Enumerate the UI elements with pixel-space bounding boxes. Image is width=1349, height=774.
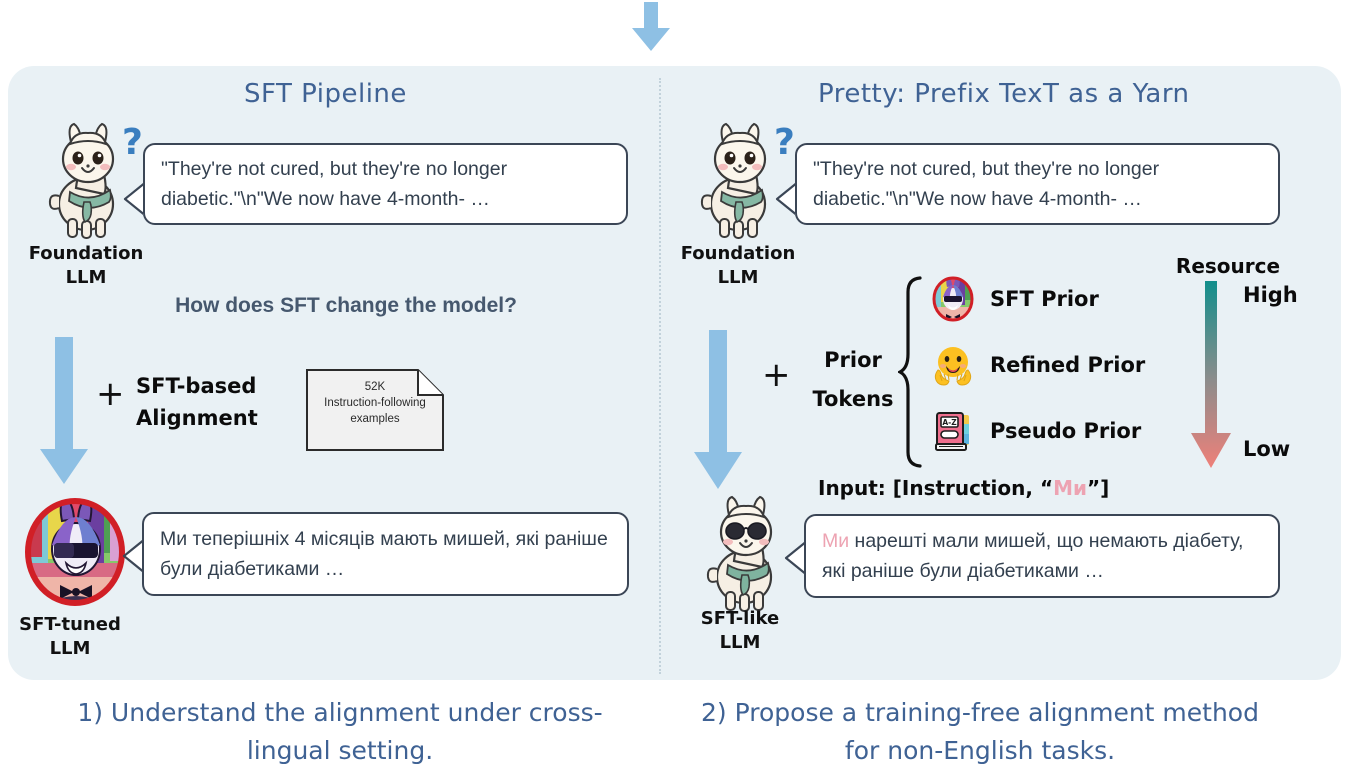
sft-based-alignment-label: SFT-based Alignment	[136, 370, 258, 434]
input-token: Ми	[1053, 476, 1088, 500]
caption-right: 2) Propose a training-free alignment met…	[701, 698, 1259, 765]
document-page-icon	[306, 369, 444, 451]
prior-row-refined: Refined Prior	[930, 342, 1145, 388]
prior-tokens-l1: Prior	[824, 348, 882, 372]
sft-like-bubble-rest: нарешті мали мишей, що немають діабету, …	[822, 530, 1244, 582]
sft-tuned-speech-bubble: Ми теперішніх 4 місяців мають мишей, які…	[142, 512, 629, 596]
input-line: Input: [Instruction, “Ми”]	[818, 476, 1109, 500]
resource-high-label: High	[1243, 283, 1298, 307]
input-prefix: Input: [Instruction, “	[818, 476, 1054, 500]
sft-like-bubble-prefix: Ми	[822, 530, 850, 552]
left-foundation-llama-icon: ?	[30, 118, 148, 249]
prior-tokens-label: Prior Tokens	[812, 341, 894, 419]
llama-colorful-sunglasses-red-circle-icon	[930, 276, 976, 322]
alignment-label-l2: Alignment	[136, 406, 258, 430]
prior-row-pseudo: A-Z Pseudo Prior	[930, 408, 1141, 454]
sft-tuned-bubble-text: Ми теперішніх 4 місяців мають мишей, які…	[160, 528, 608, 580]
left-foundation-bubble-tail	[123, 181, 148, 217]
sft-like-label-l2: LLM	[719, 632, 761, 653]
right-plus-sign: +	[762, 355, 791, 395]
svg-text:?: ?	[774, 122, 795, 163]
sft-like-llama-icon	[690, 495, 802, 618]
right-foundation-llama-icon: ?	[682, 118, 800, 249]
left-foundation-label: Foundation LLM	[1, 242, 171, 290]
sft-tuned-llama-avatar-icon	[18, 493, 132, 616]
prior-label-pseudo: Pseudo Prior	[990, 419, 1142, 443]
right-column-title: Pretty: Prefix TexT as a Yarn	[818, 79, 1190, 109]
document-text: 52K Instruction-following examples	[306, 379, 444, 427]
dictionary-book-az-icon: A-Z	[930, 408, 976, 454]
right-foundation-label: Foundation LLM	[653, 242, 823, 290]
svg-text:A-Z: A-Z	[942, 418, 957, 427]
sft-tuned-label-l2: LLM	[49, 638, 91, 659]
sft-like-speech-bubble: Ми нарешті мали мишей, що немають діабет…	[804, 514, 1280, 598]
sft-like-label: SFT-like LLM	[655, 607, 825, 655]
prior-label-refined: Refined Prior	[990, 353, 1146, 377]
sft-tuned-bubble-tail	[122, 538, 147, 574]
resource-title: Resource	[1175, 254, 1281, 278]
prior-row-sft: SFT Prior	[930, 276, 1099, 322]
left-foundation-bubble-text: "They're not cured, but they're no longe…	[161, 158, 508, 210]
left-foundation-label-l2: LLM	[65, 267, 107, 288]
prior-label-sft: SFT Prior	[990, 287, 1099, 311]
input-suffix: ”]	[1087, 476, 1110, 500]
sft-tuned-label: SFT-tuned LLM	[0, 613, 155, 661]
column-divider	[659, 78, 661, 674]
resource-gradient-arrow-icon	[1190, 281, 1234, 474]
sft-tuned-label-l1: SFT-tuned	[19, 614, 121, 635]
doc-line3: examples	[350, 413, 400, 425]
doc-line1: 52K	[364, 381, 386, 393]
hugging-face-emoji-icon	[930, 342, 976, 388]
prior-brace-icon	[896, 276, 924, 473]
left-foundation-speech-bubble: "They're not cured, but they're no longe…	[143, 143, 628, 225]
left-foundation-label-l1: Foundation	[28, 243, 144, 264]
right-foundation-bubble-text: "They're not cured, but they're no longe…	[813, 158, 1160, 210]
sft-like-bubble-text: Ми нарешті мали мишей, що немають діабет…	[822, 526, 1262, 586]
doc-line2: Instruction-following	[324, 397, 426, 409]
sft-like-bubble-tail	[784, 540, 809, 576]
right-foundation-speech-bubble: "They're not cured, but they're no longe…	[795, 143, 1280, 225]
sft-question-heading: How does SFT change the model?	[175, 294, 517, 317]
caption-left: 1) Understand the alignment under cross-…	[77, 698, 603, 765]
prior-tokens-l2: Tokens	[812, 387, 894, 411]
right-down-arrow-icon	[692, 330, 744, 495]
alignment-label-l1: SFT-based	[136, 374, 257, 398]
right-foundation-bubble-tail	[775, 181, 800, 217]
right-foundation-label-l1: Foundation	[680, 243, 796, 264]
left-sft-down-arrow-icon	[38, 337, 90, 490]
resource-low-label: Low	[1243, 437, 1291, 461]
svg-text:?: ?	[122, 122, 143, 163]
sft-like-label-l1: SFT-like	[700, 608, 780, 629]
left-plus-sign: +	[96, 374, 125, 414]
right-foundation-label-l2: LLM	[717, 267, 759, 288]
left-column-title: SFT Pipeline	[244, 79, 407, 109]
top-down-arrow-icon	[628, 2, 674, 52]
